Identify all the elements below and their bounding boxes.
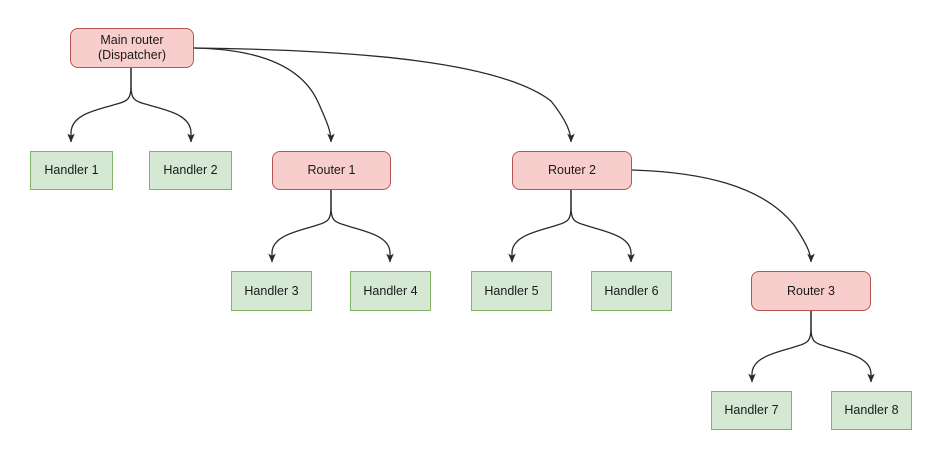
edge-router-3-to-handler-8: [810, 311, 875, 383]
edge-router-2-to-handler-6: [570, 190, 635, 263]
edge-router-2-to-handler-5: [508, 190, 572, 263]
node-router-3[interactable]: Router 3: [751, 271, 871, 311]
edge-main-router-to-handler-2: [130, 68, 195, 143]
node-handler-7[interactable]: Handler 7: [711, 391, 792, 430]
edge-router-1-to-handler-3: [268, 190, 332, 263]
node-handler-2[interactable]: Handler 2: [149, 151, 232, 190]
node-main-router[interactable]: Main router (Dispatcher): [70, 28, 194, 68]
node-router-2[interactable]: Router 2: [512, 151, 632, 190]
edge-router-2-to-router-3: [631, 169, 815, 263]
node-handler-3[interactable]: Handler 3: [231, 271, 312, 311]
node-handler-5[interactable]: Handler 5: [471, 271, 552, 311]
node-handler-6[interactable]: Handler 6: [591, 271, 672, 311]
node-handler-1[interactable]: Handler 1: [30, 151, 113, 190]
node-handler-4[interactable]: Handler 4: [350, 271, 431, 311]
node-handler-8[interactable]: Handler 8: [831, 391, 912, 430]
edge-main-router-to-router-2: [193, 47, 575, 143]
edge-router-1-to-handler-4: [330, 190, 394, 263]
edge-main-router-to-router-1: [193, 47, 335, 143]
node-router-1[interactable]: Router 1: [272, 151, 391, 190]
edge-main-router-to-handler-1: [67, 68, 132, 143]
edge-router-3-to-handler-7: [748, 311, 812, 383]
